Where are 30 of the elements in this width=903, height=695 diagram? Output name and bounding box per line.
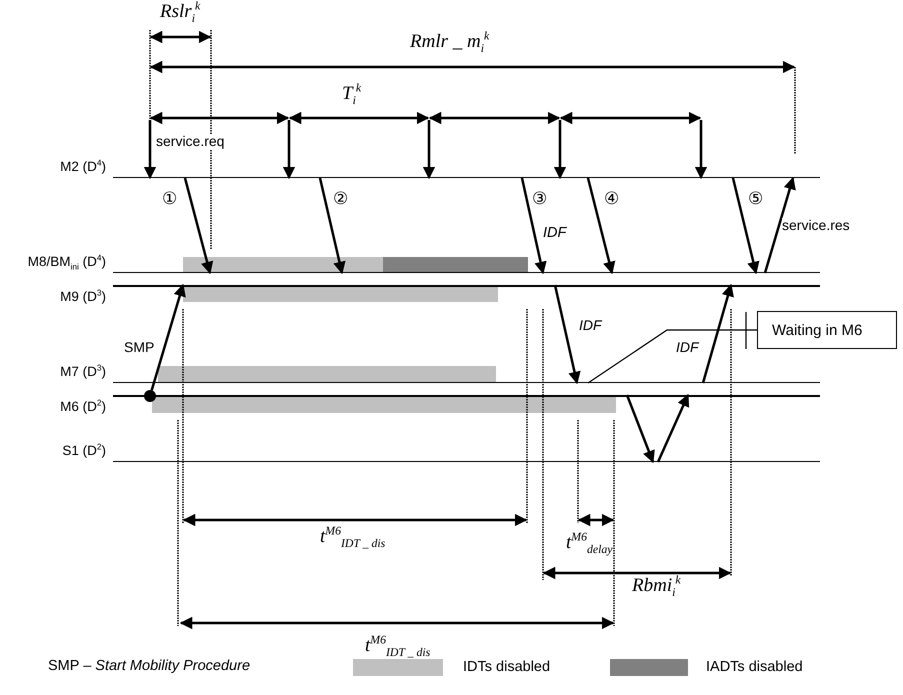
note-text: SMP – Start Mobility Procedure [48,659,250,675]
arrow [702,284,734,384]
arrow [732,178,760,274]
lifeline-label: M7 (D$^{3}$) [59,364,107,380]
arrow [422,120,436,180]
edge-label: service.req [156,134,224,150]
arrow [150,284,186,391]
legend-label: IDTs disabled [463,659,550,675]
arrow [586,178,616,274]
arrow [764,176,796,274]
lifeline-label: M6 (D$^{2}$) [59,399,107,415]
start-dot [144,390,156,402]
lifeline-label: S1 (D$^{2}$) [61,443,107,459]
arrow [694,120,708,180]
legend-label: IADTs disabled [706,659,803,675]
edge-label: SMP [124,340,154,356]
lifeline-label: M8/BM$_{ini}$ (D$^{4}$) [26,254,107,270]
message-label: IDF [543,226,566,242]
arrow [318,178,346,274]
arrow [554,284,581,384]
lifeline-label: M9 (D$^{3}$) [59,289,107,305]
arrow [554,120,566,180]
arrow [144,120,156,180]
lifeline-label: M2 (D$^{4}$) [59,159,107,175]
arrow [520,178,547,274]
arrow [184,178,214,274]
note-box: Waiting in M6 [757,311,897,349]
edge-label: service.res [782,218,850,234]
arrow [282,120,296,180]
arrow [656,394,690,462]
